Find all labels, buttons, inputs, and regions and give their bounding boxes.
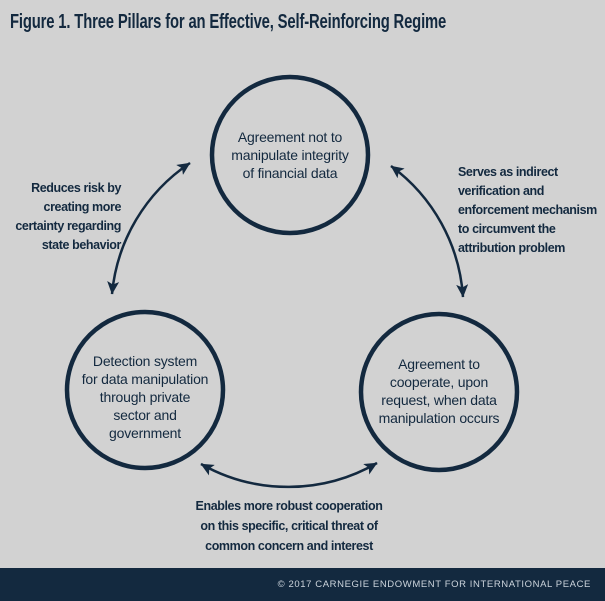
node-circle-no-manipulation — [209, 74, 371, 236]
node-circle-cooperation — [358, 311, 520, 473]
footer-copyright: © 2017 CARNEGIE ENDOWMENT FOR INTERNATIO… — [277, 579, 591, 590]
edge-label-reduces-risk: Reduces risk by creating more certainty … — [15, 181, 121, 252]
node-label-cooperation: Agreement to cooperate, upon request, wh… — [378, 356, 500, 426]
figure-title: Figure 1. Three Pillars for an Effective… — [10, 11, 447, 33]
edge-label-verification: Serves as indirect verification and enfo… — [458, 165, 597, 255]
double-arrow-bottom — [200, 461, 378, 489]
edge-label-robust-cooperation: Enables more robust cooperation on this … — [195, 499, 383, 553]
footer-bar: © 2017 CARNEGIE ENDOWMENT FOR INTERNATIO… — [0, 568, 605, 601]
node-label-no-manipulation: Agreement not to manipulate integrity of… — [231, 129, 349, 181]
double-arrow-right — [390, 164, 469, 298]
double-arrow-left — [107, 161, 191, 295]
node-circle-detection-system — [64, 309, 226, 471]
node-label-detection-system: Detection system for data manipulation t… — [81, 353, 209, 441]
